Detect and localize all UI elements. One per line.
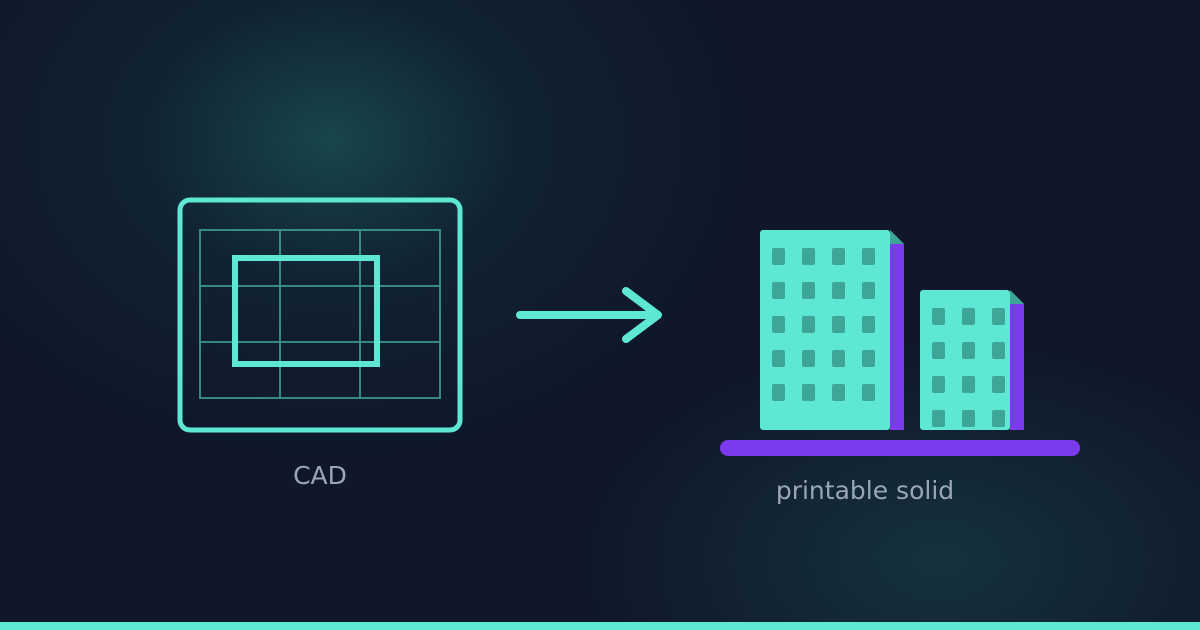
- building-window: [992, 342, 1005, 359]
- building-window: [802, 282, 815, 299]
- building-window: [862, 316, 875, 333]
- building-window: [772, 282, 785, 299]
- building-window: [802, 350, 815, 367]
- building-window: [932, 376, 945, 393]
- building-window: [802, 384, 815, 401]
- building-window: [962, 308, 975, 325]
- building-window: [862, 350, 875, 367]
- building-window: [772, 248, 785, 265]
- building-window: [962, 342, 975, 359]
- building-window: [932, 342, 945, 359]
- building-window: [992, 376, 1005, 393]
- building-tall: [760, 230, 904, 430]
- building-window: [932, 410, 945, 427]
- building-window: [992, 410, 1005, 427]
- cad-frame: [177, 197, 463, 433]
- building-window: [772, 316, 785, 333]
- building-window: [832, 248, 845, 265]
- building-window: [772, 384, 785, 401]
- building-window: [832, 316, 845, 333]
- building-window: [862, 248, 875, 265]
- building-window: [862, 282, 875, 299]
- building-window: [932, 308, 945, 325]
- buildings-icon: [720, 230, 1080, 456]
- cad-grid-icon: [177, 197, 463, 433]
- cad-selection-rect: [232, 255, 380, 367]
- building-tall-windows: [772, 248, 875, 401]
- building-short: [920, 290, 1024, 430]
- building-window: [832, 350, 845, 367]
- bottom-accent-bar: [0, 622, 1200, 630]
- building-window: [802, 316, 815, 333]
- cad-label: CAD: [293, 461, 347, 490]
- building-window: [962, 376, 975, 393]
- arrow-right-icon: [516, 287, 662, 343]
- building-window: [962, 410, 975, 427]
- building-base: [720, 440, 1080, 456]
- printable-solid-label: printable solid: [775, 476, 955, 505]
- building-window: [992, 308, 1005, 325]
- building-window: [862, 384, 875, 401]
- building-window: [832, 282, 845, 299]
- building-short-windows: [932, 308, 1005, 427]
- building-window: [832, 384, 845, 401]
- building-window: [772, 350, 785, 367]
- building-window: [802, 248, 815, 265]
